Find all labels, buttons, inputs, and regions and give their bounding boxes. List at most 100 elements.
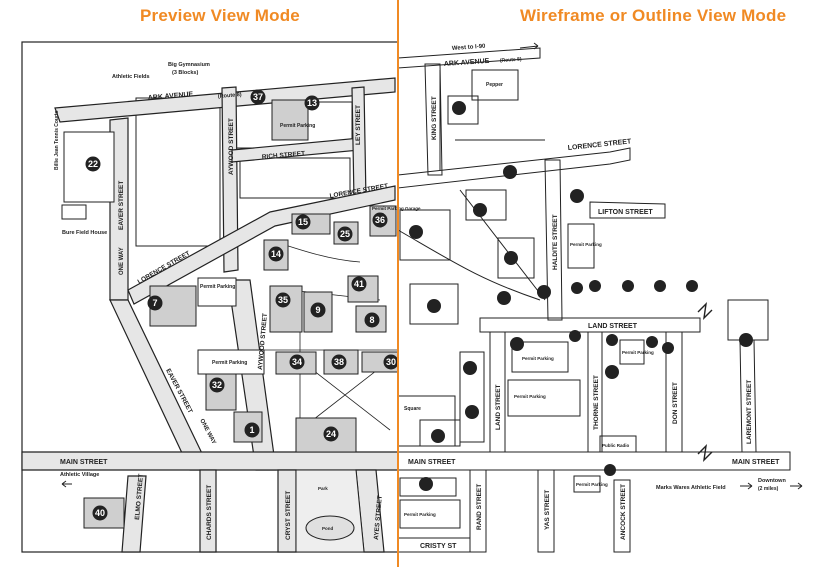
label-chards-street: CHARDS STREET	[206, 485, 213, 540]
label-permit-parking-main: Permit Parking	[212, 360, 247, 366]
wf-marker-dot	[604, 464, 616, 476]
label-permit-parking-lifton: Permit Parking	[570, 242, 602, 247]
label-permit-parking-land-a: Permit Parking	[522, 356, 554, 361]
label-ayes-street: AYES STREET	[373, 495, 384, 540]
wf-lot-land-b	[507, 379, 581, 417]
wf-marker-dot	[606, 334, 618, 346]
arrow-athletic-village	[61, 480, 72, 488]
wireframe-mode-header: Wireframe or Outline View Mode	[520, 6, 787, 25]
pond	[305, 515, 355, 541]
label-king-street: KING STREET	[431, 96, 438, 140]
building-marker-37: 37	[250, 89, 266, 105]
arrow-marks-wares	[740, 482, 803, 490]
wf-marker-dot	[622, 280, 634, 292]
marker-circle	[331, 354, 347, 370]
label-ley-street: LEY STREET	[355, 105, 362, 145]
marker-number: 38	[334, 357, 344, 367]
wf-marker-dot	[504, 251, 518, 265]
marker-number: 13	[307, 98, 317, 108]
marker-number: 35	[278, 295, 288, 305]
arrow-west-i90	[519, 42, 539, 50]
label-lifton-street: LIFTON STREET	[598, 209, 653, 216]
wf-marker-dots	[409, 101, 753, 491]
label-ark-avenue-right-note: (Route 8)	[500, 56, 522, 64]
label-ark-avenue-left-note: (Route 8)	[218, 92, 242, 100]
road-chards-street	[199, 469, 217, 553]
wf-lot-land-a	[511, 341, 569, 373]
marker-circle	[209, 377, 225, 393]
marker-circle	[268, 246, 284, 262]
wf-building-pepper	[471, 69, 519, 101]
label-eaver-street-top: EAVER STREET	[118, 181, 125, 230]
wf-lot-lower	[399, 499, 461, 529]
label-aywood-street-top: AYWOOD STREET	[228, 118, 235, 175]
wf-road-rand-street	[469, 469, 487, 553]
label-athletic-fields: Athletic Fields	[112, 74, 150, 80]
label-permit-parking-lower: Permit Parking	[404, 512, 436, 517]
wf-marker-dot	[452, 101, 466, 115]
label-public-radio: Public Radio	[602, 443, 630, 448]
label-ark-avenue-left: ARK AVENUE	[148, 91, 194, 102]
label-thorne-street: THORNE STREET	[593, 375, 600, 430]
wf-road-yas-street	[537, 469, 555, 553]
building-marker-34: 34	[289, 354, 305, 370]
building-marker-38: 38	[331, 354, 347, 370]
building-marker-9: 9	[310, 302, 326, 318]
marker-circle	[304, 95, 320, 111]
marker-number: 32	[212, 380, 222, 390]
building-marker-40: 40	[92, 505, 108, 521]
marker-number: 25	[340, 229, 350, 239]
marker-number: 7	[152, 298, 157, 308]
wf-building-lifton-lot	[567, 223, 595, 269]
lot-permit-parking-7	[197, 277, 237, 307]
marker-circle	[295, 214, 311, 230]
label-pepper: Pepper	[486, 82, 503, 88]
label-marks-wares-field: Marks Wares Athletic Field	[656, 485, 726, 491]
wf-marker-dot	[589, 280, 601, 292]
wf-building-d	[497, 237, 535, 279]
building-marker-41: 41	[351, 276, 367, 292]
marker-number: 34	[292, 357, 302, 367]
label-permit-parking-land-b: Permit Parking	[514, 394, 546, 399]
marker-circle	[310, 302, 326, 318]
wf-road-haldite-street	[544, 159, 563, 321]
preview-mode-header: Preview View Mode	[140, 6, 300, 25]
label-main-street-mid: MAIN STREET	[408, 459, 456, 466]
wf-paths	[397, 70, 546, 301]
label-yas-street: YAS STREET	[544, 490, 551, 530]
label-athletic-village: Athletic Village	[60, 472, 99, 478]
marker-circle	[383, 354, 399, 370]
building-marker-15: 15	[295, 214, 311, 230]
label-rand-street: RAND STREET	[476, 484, 483, 530]
wf-road-don-street	[665, 331, 683, 453]
label-permit-parking-ancock: Permit Parking	[576, 482, 608, 487]
wf-building-public-radio	[599, 435, 637, 453]
wf-marker-dot	[646, 336, 658, 348]
block-eaver-east	[135, 97, 221, 247]
marker-number: 37	[253, 92, 263, 102]
label-land-street: LAND STREET	[588, 323, 638, 330]
bure-field-house	[61, 204, 87, 220]
wf-marker-dot	[569, 330, 581, 342]
wf-building-f	[459, 351, 485, 443]
label-bure-field-house: Bure Field House	[62, 230, 107, 236]
road-aywood-north	[221, 86, 239, 273]
label-square: Square	[404, 406, 421, 412]
building-35	[269, 285, 303, 333]
building-marker-25: 25	[337, 226, 353, 242]
marker-number: 41	[354, 279, 364, 289]
marker-circle	[147, 295, 163, 311]
marker-number: 8	[369, 315, 374, 325]
campus-paths	[262, 239, 398, 440]
wf-marker-dot	[570, 189, 584, 203]
wf-marker-dot	[739, 333, 753, 347]
label-big-gymnasium-note: (3 Blocks)	[172, 70, 198, 76]
wf-marker-dot	[465, 405, 479, 419]
building-marker-22: 22	[85, 156, 101, 172]
wf-marker-dot	[510, 337, 524, 351]
building-marker-24: 24	[323, 426, 339, 442]
wf-marker-dot	[473, 203, 487, 217]
wf-road-ancock-street	[613, 479, 631, 553]
